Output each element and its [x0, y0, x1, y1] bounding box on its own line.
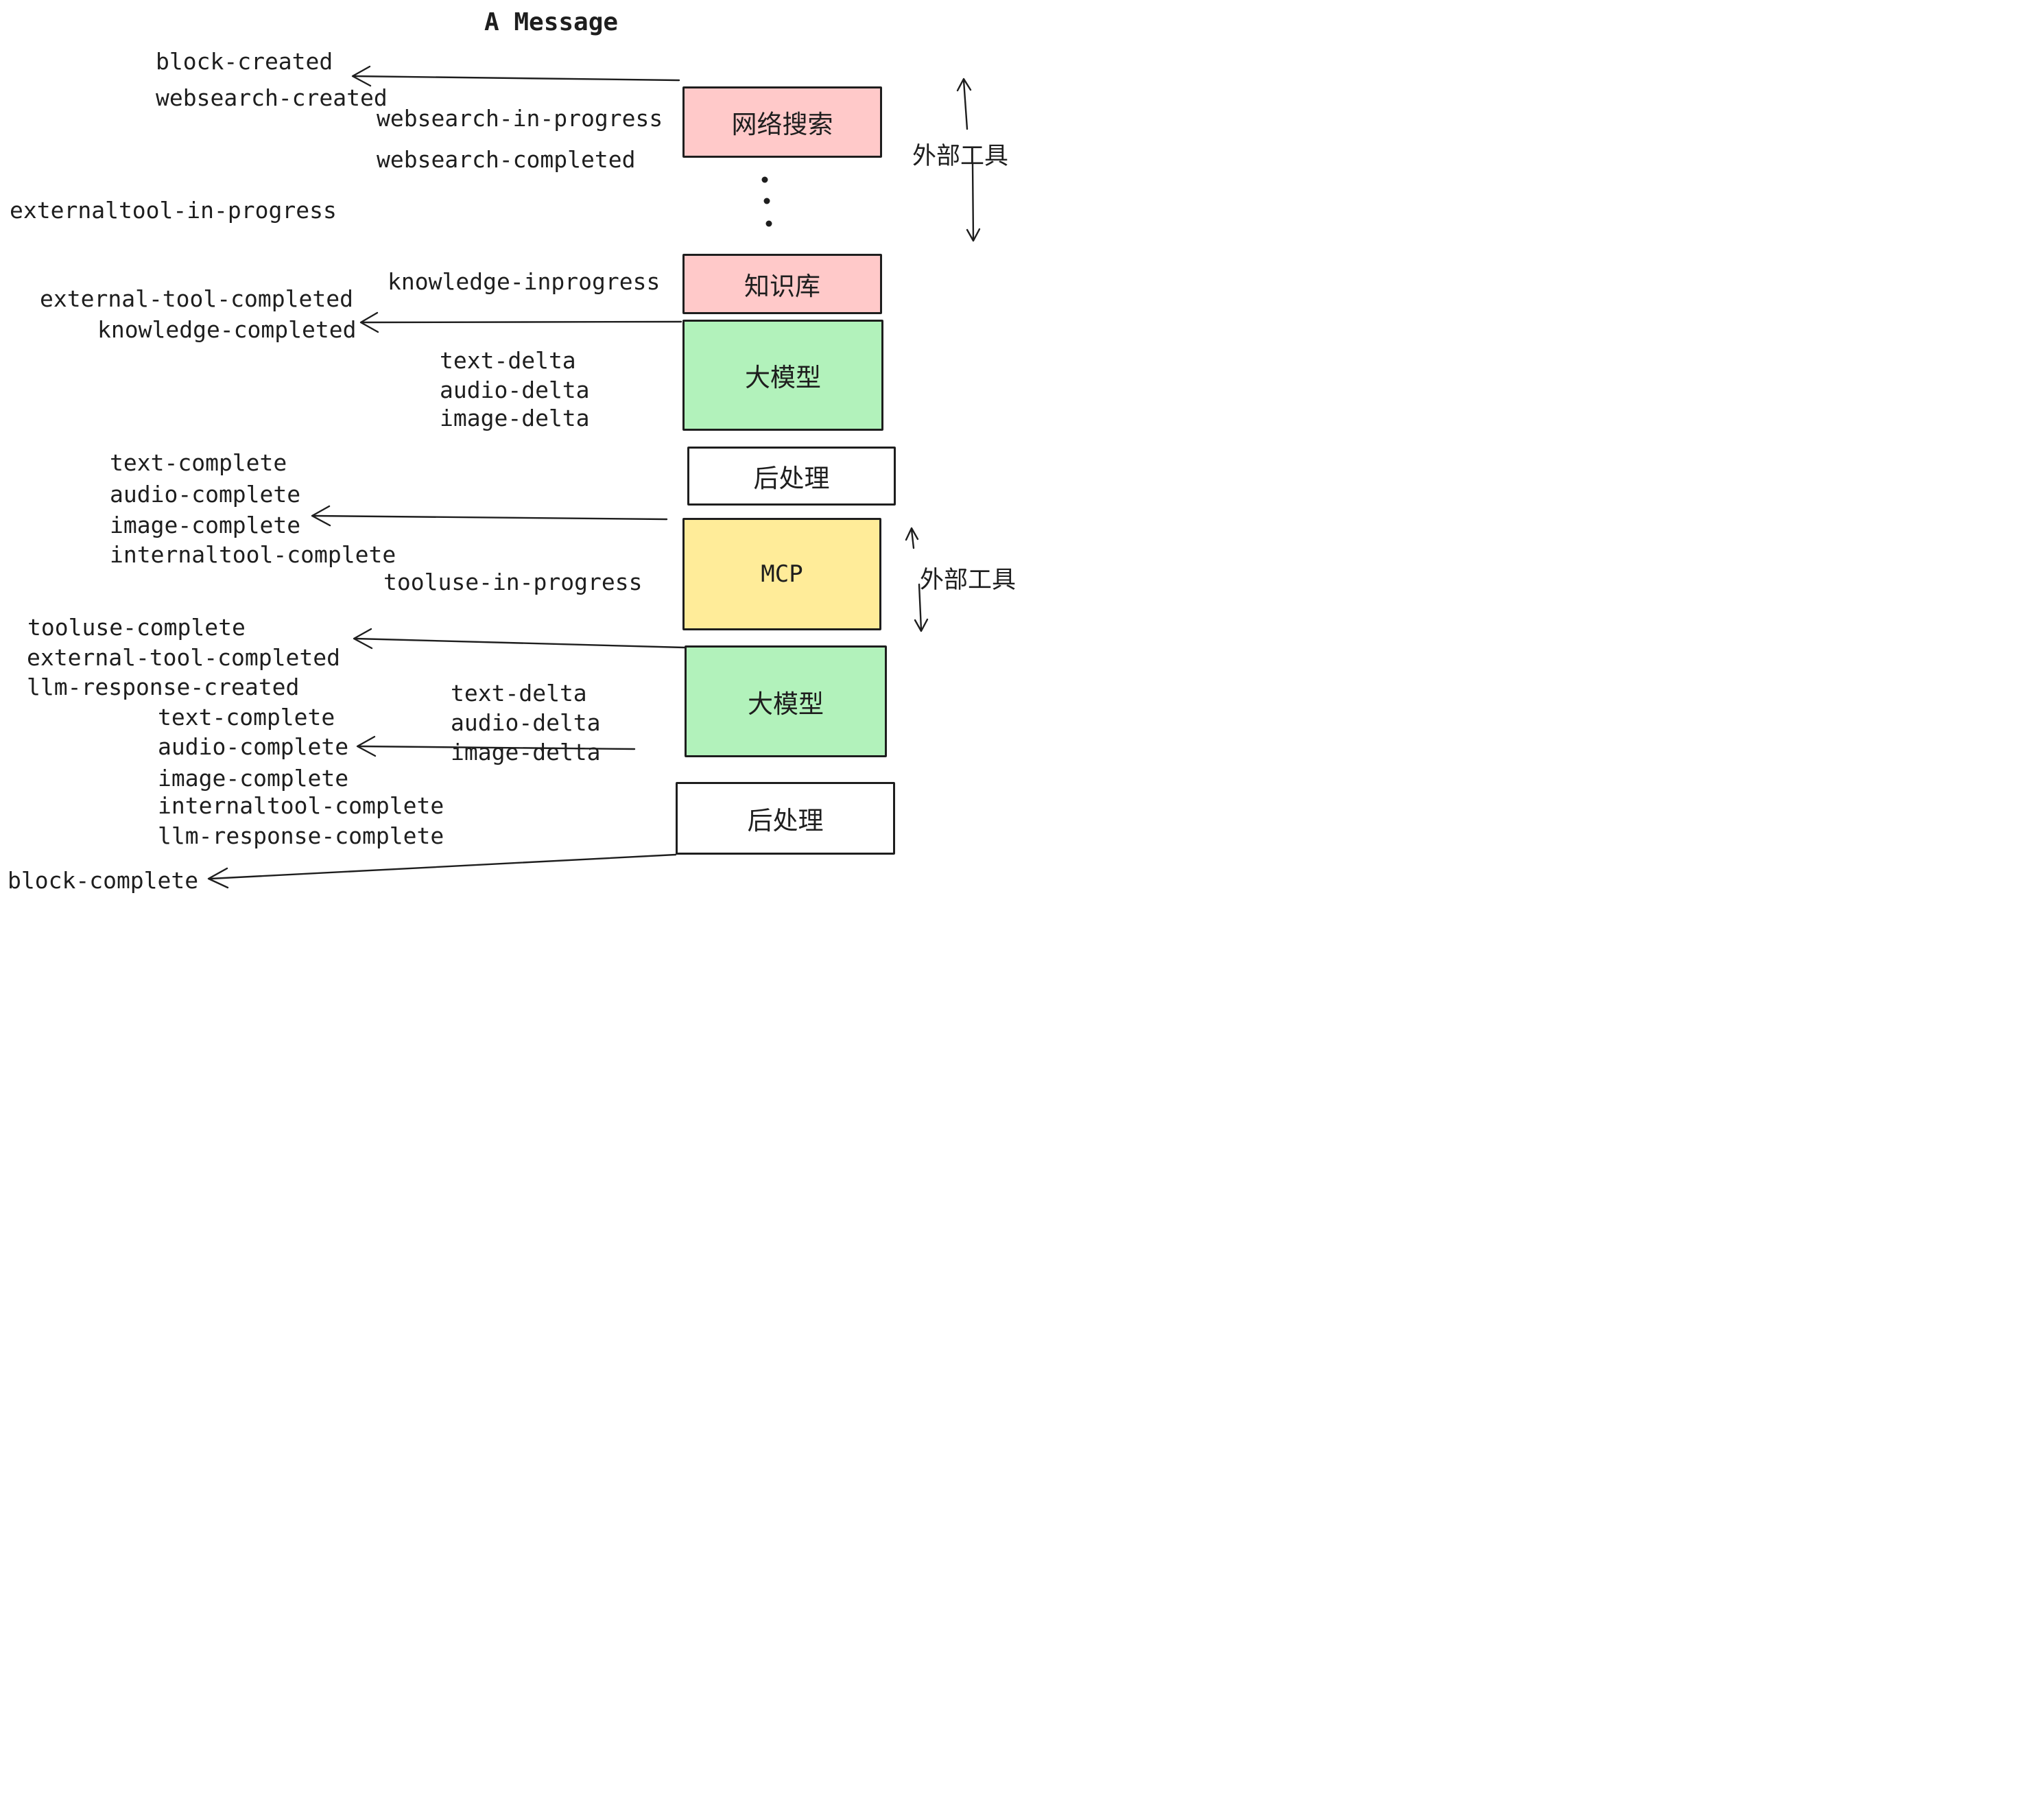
event-image-complete-1: image-complete — [110, 512, 301, 538]
external-tools-label-2: 外部工具 — [920, 567, 1017, 593]
mcp-box: MCP — [682, 518, 881, 630]
event-text-delta-2: text-delta — [451, 680, 587, 707]
event-internaltool-complete-2: internaltool-complete — [158, 792, 444, 819]
event-text-delta-1: text-delta — [440, 347, 576, 374]
event-text-complete-2: text-complete — [158, 704, 335, 731]
external-tools-down-arrowhead-1 — [966, 228, 981, 242]
event-block-complete: block-complete — [8, 867, 199, 894]
event-knowledge-completed: knowledge-completed — [97, 316, 357, 343]
event-internaltool-complete-1: internaltool-complete — [110, 541, 396, 568]
event-image-complete-2: image-complete — [158, 765, 349, 792]
external-tools-down-arrowhead-2 — [914, 618, 929, 632]
ellipsis-dot — [765, 220, 772, 227]
llm-box-2: 大模型 — [685, 645, 887, 757]
arrowhead-websearch-created — [351, 65, 372, 87]
external-tools-up-arrow-1 — [962, 79, 968, 130]
arrow-websearch-created — [353, 75, 680, 82]
event-audio-delta-1: audio-delta — [440, 377, 590, 403]
event-llm-response-created: llm-response-created — [27, 674, 300, 700]
postprocess-box-2: 后处理 — [676, 782, 895, 855]
websearch-box: 网络搜索 — [682, 86, 882, 158]
event-audio-delta-2: audio-delta — [451, 709, 601, 736]
arrow-internal-complete-1 — [312, 514, 668, 521]
event-flow-diagram: A Message 网络搜索 知识库 大模型 后处理 MCP 大模型 后处理 外… — [0, 0, 1022, 902]
event-tooluse-in-progress: tooluse-in-progress — [383, 569, 643, 595]
event-audio-complete-1: audio-complete — [110, 481, 301, 508]
arrowhead-internal-complete-1 — [311, 505, 331, 527]
event-text-complete-1: text-complete — [110, 449, 287, 476]
event-websearch-in-progress: websearch-in-progress — [377, 105, 663, 132]
event-knowledge-inprogress: knowledge-inprogress — [388, 268, 661, 295]
event-block-created: block-created — [156, 48, 333, 75]
arrowhead-block-complete — [207, 867, 229, 889]
arrowhead-tooluse-complete — [353, 628, 373, 650]
event-external-tool-completed-1: external-tool-completed — [40, 285, 353, 312]
arrowhead-complete-2 — [356, 735, 377, 757]
event-websearch-created: websearch-created — [156, 84, 388, 111]
llm-box-1: 大模型 — [682, 320, 883, 431]
postprocess-box-1: 后处理 — [687, 447, 896, 506]
event-websearch-completed: websearch-completed — [377, 146, 636, 173]
external-tools-label-1: 外部工具 — [912, 143, 1009, 169]
external-tools-up-arrowhead-2 — [905, 527, 919, 541]
external-tools-up-arrow-2 — [910, 528, 915, 549]
event-tooluse-complete: tooluse-complete — [27, 614, 246, 641]
event-image-delta-1: image-delta — [440, 405, 590, 431]
external-tools-up-arrowhead-1 — [956, 78, 972, 92]
event-externaltool-in-progress: externaltool-in-progress — [10, 197, 337, 224]
arrow-tooluse-complete — [354, 637, 686, 649]
event-external-tool-completed-2: external-tool-completed — [27, 644, 340, 671]
event-llm-response-complete: llm-response-complete — [158, 822, 444, 849]
ellipsis-dot — [763, 198, 770, 204]
knowledge-base-box: 知识库 — [682, 254, 882, 314]
ellipsis-dot — [761, 176, 768, 183]
arrowhead-knowledge-completed — [359, 311, 379, 333]
diagram-title: A Message — [484, 8, 619, 36]
event-audio-complete-2: audio-complete — [158, 733, 349, 760]
event-image-delta-2: image-delta — [451, 739, 601, 765]
arrow-block-complete — [209, 853, 677, 880]
